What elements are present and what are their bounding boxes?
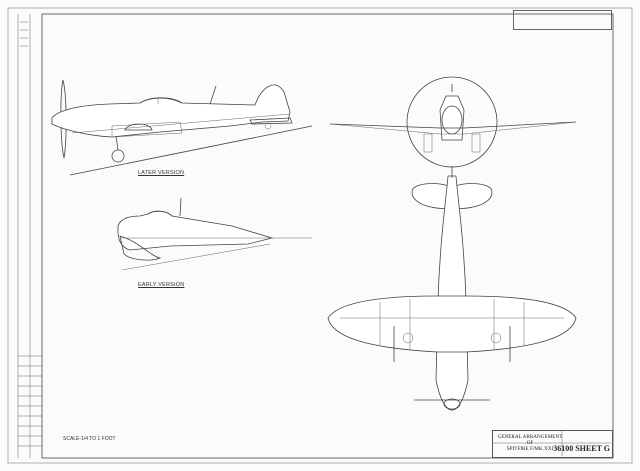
drawing-number: 36100 SHEET G: [553, 444, 610, 453]
inner-border: [41, 13, 614, 459]
later-version-label: LATER VERSION: [138, 170, 185, 176]
left-margin-notes: [20, 21, 28, 47]
title-line-2: OF: [526, 440, 534, 446]
title-line-3: SPITFIRE F/MK.XXI: [506, 446, 554, 452]
front-view: [329, 76, 577, 168]
left-revision-table: [18, 355, 42, 447]
title-line-1: GENERAL ARRANGEMENT: [497, 434, 563, 440]
side-view-later: [51, 79, 313, 176]
scale-note: SCALE-1/4 TO 1 FOOT: [63, 436, 116, 442]
early-version-label: EARLY VERSION: [138, 282, 185, 288]
plan-view: [327, 166, 577, 411]
side-view-early: [117, 197, 312, 271]
revision-block: [513, 10, 612, 30]
drawing-title: GENERAL ARRANGEMENT OF SPITFIRE F/MK.XXI: [495, 434, 565, 452]
title-block: GENERAL ARRANGEMENT OF SPITFIRE F/MK.XXI…: [492, 430, 613, 458]
outer-border: [7, 7, 633, 464]
